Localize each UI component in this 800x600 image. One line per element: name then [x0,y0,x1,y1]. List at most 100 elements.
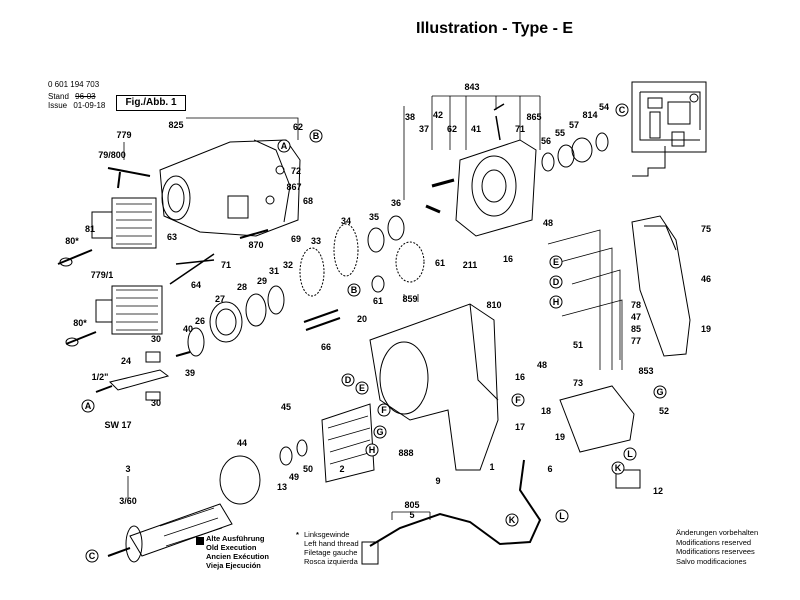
marker-h-right: H [549,295,563,309]
callout-54: 54 [599,102,609,112]
bearings-gears [169,215,425,357]
callout-24: 24 [121,356,131,366]
callout-50: 50 [303,464,313,474]
callout-805: 805 [404,500,419,510]
callout-17: 17 [515,422,525,432]
callout-47: 47 [631,312,641,322]
callout-20: 20 [357,314,367,324]
callout-29: 29 [257,276,267,286]
marker-k-bottom: K [505,513,519,527]
svg-text:L: L [627,449,633,459]
callout-859: 859 [402,294,417,304]
callout-26: 26 [195,316,205,326]
callout-19-b: 19 [555,432,565,442]
callout-63: 63 [167,232,177,242]
callout-39: 39 [185,368,195,378]
callout-62: 62 [293,122,303,132]
callout-40: 40 [183,324,193,334]
callout-779-1: 779/1 [91,270,114,280]
svg-text:B: B [351,285,358,295]
marker-l-bottom: L [555,509,569,523]
marker-d-left: D [341,373,355,387]
callout-33: 33 [311,236,321,246]
callout-41: 41 [471,124,481,134]
svg-text:C: C [619,105,626,115]
power-cord [361,459,542,565]
old-execution-marker [196,537,204,545]
svg-text:L: L [559,511,565,521]
marker-l-right: L [623,447,637,461]
svg-text:D: D [345,375,352,385]
stand-value: 96-03 [75,92,96,101]
leader-lines [123,95,541,520]
callout-853: 853 [638,366,653,376]
callout-814: 814 [582,110,597,120]
svg-text:G: G [656,387,663,397]
callout-56: 56 [541,136,551,146]
callout-52: 52 [659,406,669,416]
callout-46: 46 [701,274,711,284]
callout-32: 32 [283,260,293,270]
callout-78: 78 [631,300,641,310]
motor-housing [369,303,499,471]
callout-71: 71 [221,260,231,270]
callout-61-b: 61 [435,258,445,268]
callout-44: 44 [237,438,247,448]
svg-text:B: B [313,131,320,141]
callout-843: 843 [464,82,479,92]
key-chuck [57,167,157,267]
modifications-notice: Änderungen vorbehalten Modifications res… [676,528,759,566]
stand-line: Stand 96-03 [48,92,96,102]
svg-text:H: H [369,445,376,455]
callout-72: 72 [291,166,301,176]
drill-spindle [95,351,191,401]
callout-867: 867 [286,182,301,192]
callout-6: 6 [547,464,552,474]
callout-865: 865 [526,112,541,122]
callout-55: 55 [555,128,565,138]
callout-64: 64 [191,280,201,290]
callout-42: 42 [433,110,443,120]
callout-51: 51 [573,340,583,350]
callout-12: 12 [653,486,663,496]
legend-old-execution: Alte Ausführung Old Execution Ancien Exé… [206,534,269,570]
gear-housing [159,139,301,237]
callout-16: 16 [503,254,513,264]
callout-77: 77 [631,336,641,346]
page-title: Illustration - Type - E [416,20,574,37]
marker-e-right: E [549,255,563,269]
armature [107,503,233,563]
callout-3-60: 3/60 [119,496,137,506]
callout-48: 48 [543,218,553,228]
svg-text:A: A [281,141,288,151]
part-number: 0 601 194 703 [48,80,100,89]
svg-text:E: E [553,257,559,267]
svg-text:F: F [515,395,521,405]
marker-c-top: C [615,103,629,117]
circuit-diagram [631,81,707,177]
callout-sw17: SW 17 [104,420,131,430]
callout-27: 27 [215,294,225,304]
callout-57: 57 [569,120,579,130]
callout-13: 13 [277,482,287,492]
marker-k-right: K [611,461,625,475]
svg-text:F: F [381,405,387,415]
issue-label: Issue [48,101,68,110]
keyless-chuck [65,285,163,347]
callout-38: 38 [405,112,415,122]
marker-d-right: D [549,275,563,289]
switch [559,385,641,489]
callout-18: 18 [541,406,551,416]
handle [631,215,691,357]
callout-73: 73 [573,378,583,388]
callout-68: 68 [303,196,313,206]
callout-69: 69 [291,234,301,244]
figure-label: Fig./Abb. 1 [116,95,186,111]
callout-85: 85 [631,324,641,334]
callout-30: 30 [151,334,161,344]
callout-80-star-b: 80* [73,318,87,328]
callout-62-b: 62 [447,124,457,134]
callout-2: 2 [339,464,344,474]
marker-g-left: G [373,425,387,439]
legend-left-hand-thread: * Linksgewinde Left hand thread Filetage… [296,530,359,566]
